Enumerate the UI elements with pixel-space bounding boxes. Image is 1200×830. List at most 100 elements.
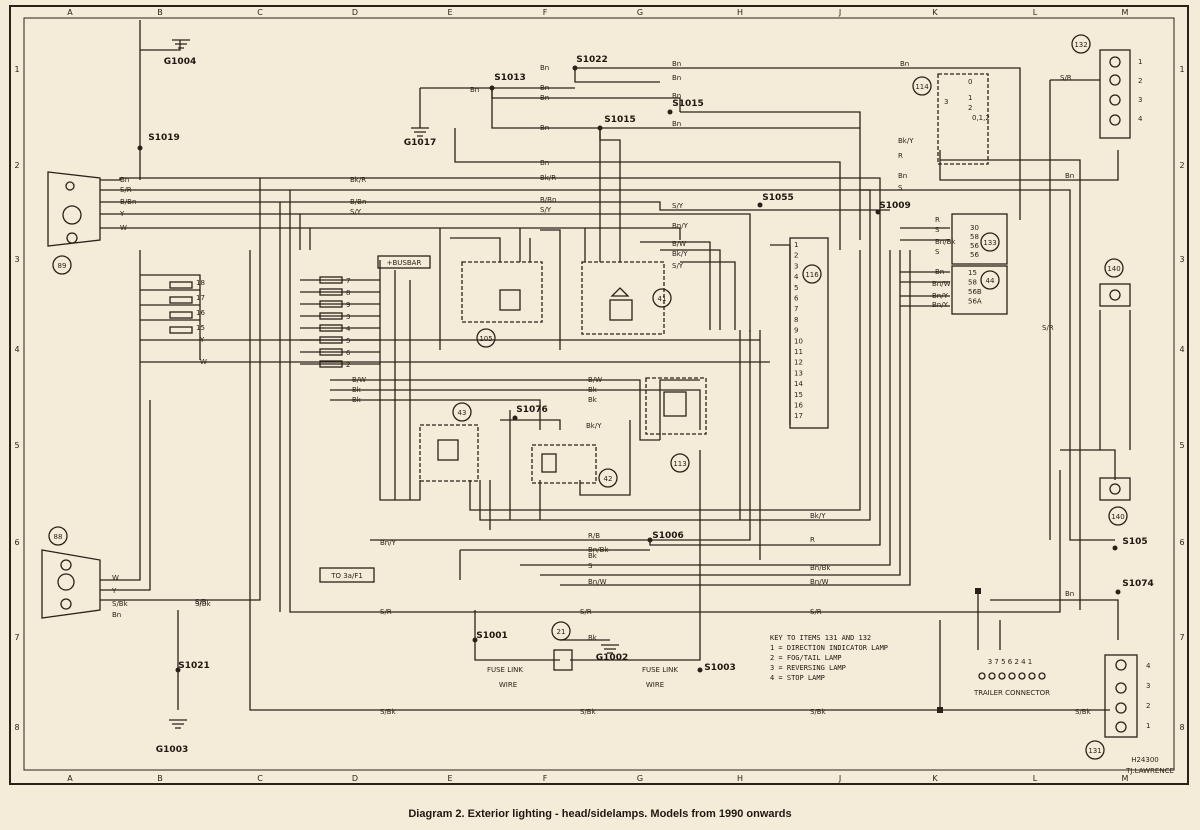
wire-colour-code: Bn	[1065, 172, 1074, 180]
wire-colour-code: Y	[119, 210, 125, 218]
trailer-connector	[937, 588, 1046, 713]
splice-label: S1015	[672, 99, 704, 109]
fuse-number: 4	[346, 325, 351, 333]
component-number: 140	[1111, 513, 1124, 521]
wire-colour-code: Bk	[588, 552, 598, 560]
wire-colour-code: R/B	[588, 532, 600, 540]
wire-label: WIRE	[499, 681, 517, 689]
wire-colour-code: S/Y	[672, 262, 684, 270]
fuse-number: 2	[346, 361, 350, 369]
key-item: 2 = FOG/TAIL LAMP	[770, 654, 842, 662]
switch-position: 1	[968, 94, 972, 102]
fuse-number: 6	[346, 349, 351, 357]
trailer-pins-label: 3 7 5 6 2 4 1	[988, 658, 1033, 666]
component-number: 116	[805, 271, 819, 279]
grid-row-number: 6	[14, 538, 19, 547]
grid-column-letter: J	[838, 8, 841, 17]
component-89-headlamp	[47, 171, 101, 275]
wire-colour-code: S/R	[380, 608, 392, 616]
grid-column-letter: B	[157, 8, 163, 17]
module-pin-number: 14	[794, 380, 803, 388]
component-116-module	[789, 237, 829, 429]
wire-colour-code: Bk/Y	[586, 422, 602, 430]
wire-colour-code: S/Bk	[810, 708, 827, 716]
grid-column-letter: K	[932, 8, 938, 17]
wire-colour-code: Y	[111, 587, 117, 595]
lamp-pin-number: 3	[1146, 682, 1150, 690]
wire-colour-code: R	[810, 536, 815, 544]
pin-number: 56	[970, 242, 979, 250]
wire-colour-code: S/Y	[672, 202, 684, 210]
wire-colour-code: S/R	[1042, 324, 1054, 332]
wire-colour-code: Bn	[672, 120, 681, 128]
fuse-number: 16	[196, 309, 205, 317]
wire-colour-code: Bn	[540, 124, 549, 132]
wire-label: WIRE	[646, 681, 664, 689]
module-pin-number: 8	[794, 316, 798, 324]
module-pin-number: 17	[794, 412, 803, 420]
grid-row-number: 8	[1179, 723, 1184, 732]
fuse-number: 3	[346, 313, 350, 321]
key-item: 3 = REVERSING LAMP	[770, 664, 846, 672]
pin-number: 30	[970, 224, 979, 232]
splice-label: S1022	[576, 55, 608, 65]
component-number: 131	[1088, 747, 1101, 755]
wire-colour-code: Bk	[588, 634, 598, 642]
component-114-switch	[912, 73, 989, 165]
wire-colour-code: Bn	[540, 94, 549, 102]
wire-colour-code: Bk/Y	[810, 512, 826, 520]
wire-colour-code: B/W	[352, 376, 366, 384]
lamp-pin-number: 1	[1146, 722, 1150, 730]
grid-row-number: 1	[1179, 65, 1184, 74]
component-number: 43	[458, 409, 467, 417]
module-pin-number: 13	[794, 369, 803, 377]
trailer-connector-label: TRAILER CONNECTOR	[973, 689, 1050, 697]
grid-column-letter: M	[1122, 774, 1129, 783]
lamp-pin-number: 4	[1146, 662, 1151, 670]
ground-symbols	[169, 39, 619, 729]
fuse-number: 7	[346, 277, 350, 285]
component-105-relay	[461, 261, 543, 348]
ground-label: G1004	[164, 57, 196, 67]
grid-column-letter: E	[447, 774, 452, 783]
wire-colour-code: Y	[199, 336, 205, 344]
wire-colour-code: Bn	[540, 64, 549, 72]
module-pin-number: 12	[794, 359, 803, 367]
wire-colour-code: B/W	[672, 240, 686, 248]
module-pin-number: 7	[794, 305, 798, 313]
component-113-relay	[645, 377, 707, 473]
splice-label: S1013	[494, 73, 526, 83]
pin-number: 15	[968, 269, 977, 277]
wire-colour-code: W	[120, 224, 127, 232]
grid-column-letter: F	[543, 774, 548, 783]
component-number: 21	[557, 628, 566, 636]
grid-column-letter: H	[737, 8, 743, 17]
component-132-rear-lamp	[1071, 34, 1131, 139]
grid-row-number: 5	[14, 441, 19, 450]
wire-colour-code: R	[898, 152, 903, 160]
wire-colour-code: B/Bn	[540, 196, 556, 204]
wire-colour-code: Bn	[900, 60, 909, 68]
wire-colour-code: S	[588, 562, 593, 570]
component-number: 41	[658, 295, 667, 303]
grid-row-number: 3	[1179, 255, 1184, 264]
wire-colour-code: B/Bn	[350, 198, 366, 206]
component-number: 113	[673, 460, 686, 468]
grid-column-letter: A	[67, 774, 73, 783]
module-pin-number: 10	[794, 337, 803, 345]
module-pin-number: 6	[794, 295, 799, 303]
splice-label: S1003	[704, 663, 736, 673]
pin-number: 56A	[968, 298, 982, 306]
grid-row-number: 2	[14, 161, 19, 170]
wiring-harness	[100, 20, 1131, 711]
wire-colour-code: B/W	[588, 376, 602, 384]
wire-colour-code: W	[112, 574, 119, 582]
splice-label: S1001	[476, 631, 508, 641]
key-item: 4 = STOP LAMP	[770, 674, 825, 682]
wire-colour-code: Bk/R	[540, 174, 556, 182]
component-41-relay	[581, 261, 672, 335]
fuse-number: 18	[196, 279, 205, 287]
component-131-rear-lamp	[1085, 654, 1138, 760]
grid-column-letter: G	[637, 774, 643, 783]
